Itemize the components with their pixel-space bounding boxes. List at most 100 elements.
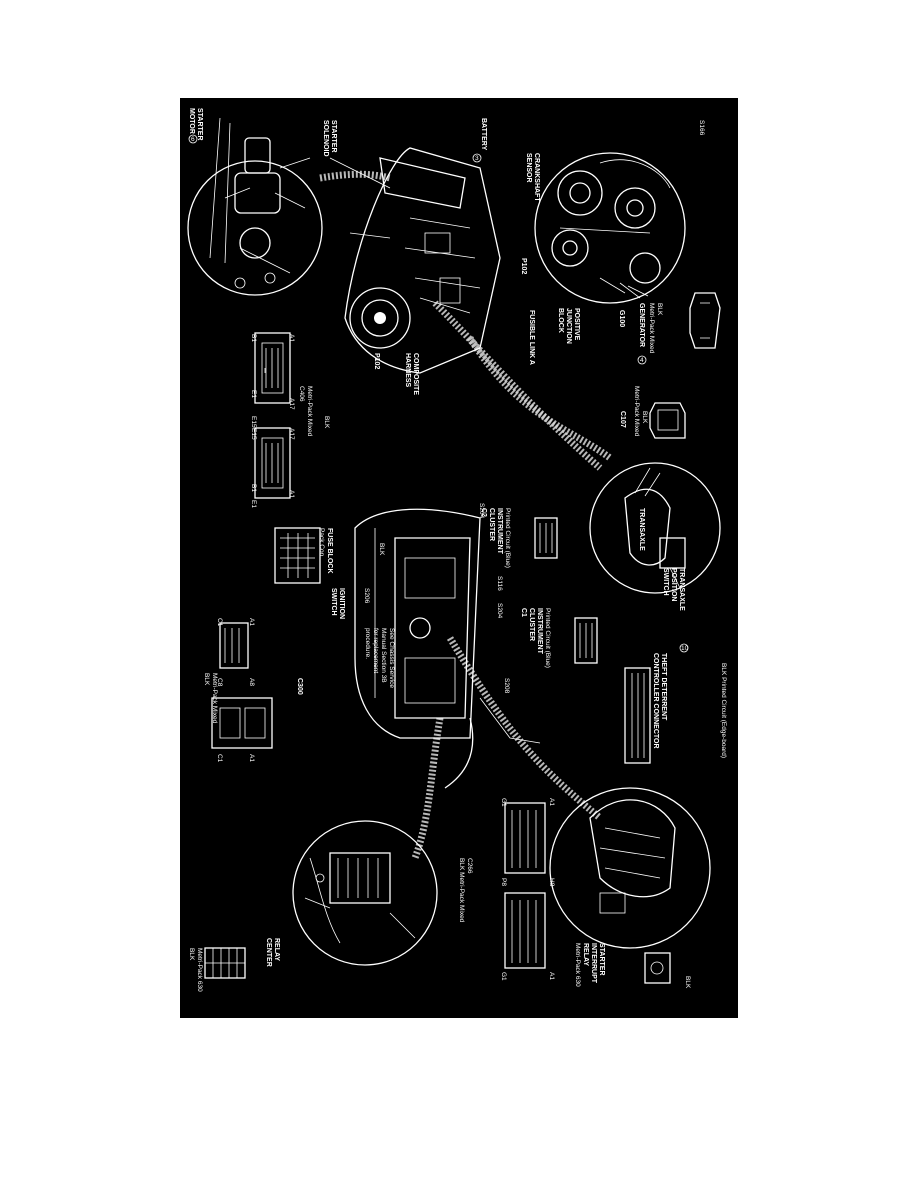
svg-text:BLK: BLK xyxy=(323,416,330,429)
crankshaft-sensor-label: CRANKSHAFT SENSOR xyxy=(525,153,540,202)
starter-solenoid-label: STARTER SOLENOID xyxy=(322,120,337,157)
svg-text:Metri-Pack 630: Metri-Pack 630 xyxy=(196,948,203,992)
svg-text:BLK Metri-Pack Mixed: BLK Metri-Pack Mixed xyxy=(458,858,465,923)
svg-text:C1: C1 xyxy=(216,618,223,627)
svg-text:procedure.: procedure. xyxy=(364,628,371,659)
s208-label: S208 xyxy=(503,678,510,694)
diagram-panel: STARTER MOTOR 6 STARTER SOLENOID BATTERY… xyxy=(180,98,738,1018)
c266-pins: A1 G1 H8 P8 A1 G1 xyxy=(500,798,555,981)
svg-text:A1: A1 xyxy=(288,490,295,498)
svg-text:6: 6 xyxy=(191,136,195,143)
svg-text:Manual Section 3B: Manual Section 3B xyxy=(380,628,387,683)
svg-text:Metri-Pack Mixed: Metri-Pack Mixed xyxy=(648,303,655,354)
c107-connector xyxy=(649,402,686,439)
s204-label-b: S204 xyxy=(496,603,503,619)
svg-text:Printed Circuit (Blue): Printed Circuit (Blue) xyxy=(504,508,511,568)
c406-connector-b xyxy=(254,427,291,499)
svg-text:MOTOR: MOTOR xyxy=(188,108,195,134)
svg-text:P8: P8 xyxy=(500,878,507,886)
svg-text:BLOCK: BLOCK xyxy=(557,308,564,333)
svg-text:C1: C1 xyxy=(520,608,527,617)
starter-relay-connector xyxy=(644,952,671,984)
c266-connector-b xyxy=(504,892,546,969)
svg-text:G1: G1 xyxy=(500,972,507,981)
svg-text:CRANKSHAFT: CRANKSHAFT xyxy=(533,153,540,202)
generator-connector xyxy=(689,292,721,349)
c406-pins: A1 B1 E1 E15 A17 A17 E15 B1 E1 A1 xyxy=(250,334,295,508)
svg-text:for replacement: for replacement xyxy=(372,628,379,673)
svg-text:Pack Con: Pack Con xyxy=(318,528,325,557)
svg-text:Printed Circuit (Blue): Printed Circuit (Blue) xyxy=(544,608,551,668)
svg-text:RELAY: RELAY xyxy=(582,943,589,966)
transaxle-detail xyxy=(589,462,721,594)
svg-text:A1: A1 xyxy=(548,972,555,980)
svg-text:SWITCH: SWITCH xyxy=(662,568,669,596)
fuse-block xyxy=(274,527,321,584)
c300-connector-b xyxy=(211,697,273,749)
svg-text:See Chassis Service: See Chassis Service xyxy=(388,628,395,688)
s204-label-a: S204 xyxy=(478,503,485,519)
s116-label: S116 xyxy=(496,576,503,591)
generator-label: BLK Metri-Pack Mixed GENERATOR xyxy=(638,303,663,354)
component-locator-diagram: STARTER MOTOR 6 STARTER SOLENOID BATTERY… xyxy=(187,108,727,992)
svg-text:A17: A17 xyxy=(288,398,295,410)
svg-text:BLK: BLK xyxy=(203,673,210,686)
svg-text:P102: P102 xyxy=(520,258,527,274)
svg-text:INSTRUMENT: INSTRUMENT xyxy=(496,508,503,555)
svg-text:SWITCH: SWITCH xyxy=(330,588,337,616)
instrument-cluster-c1 xyxy=(574,617,598,664)
g100-label: G100 xyxy=(618,310,625,327)
starter-detail xyxy=(187,117,323,296)
transaxle-label: TRANSAXLE xyxy=(638,508,645,551)
starter-interrupt-relay-detail xyxy=(549,787,711,949)
svg-text:C300: C300 xyxy=(296,678,303,695)
svg-text:COMPOSITE: COMPOSITE xyxy=(412,353,419,395)
engine-bay xyxy=(329,147,501,374)
svg-text:B1: B1 xyxy=(250,334,257,342)
composite-harness-label: COMPOSITE HARNESS xyxy=(404,353,419,395)
svg-text:CENTER: CENTER xyxy=(265,938,272,967)
svg-text:BLK: BLK xyxy=(641,411,648,424)
ignition-switch-label: IGNITION SWITCH See Chassis Service Manu… xyxy=(330,588,395,688)
starter-interrupt-relay-label: STARTER INTERRUPT RELAY Metri-Pack 630 xyxy=(574,943,605,987)
svg-text:THEFT DETERRENT: THEFT DETERRENT xyxy=(660,653,667,721)
svg-text:STARTER: STARTER xyxy=(330,120,337,153)
battery-label: BATTERY xyxy=(480,118,487,151)
svg-text:HARNESS: HARNESS xyxy=(404,353,411,388)
harness-rope-relay-center xyxy=(411,717,444,860)
svg-text:POSITIVE: POSITIVE xyxy=(573,308,580,341)
svg-text:CONTROLLER CONNECTOR: CONTROLLER CONNECTOR xyxy=(652,653,659,749)
c266-connector-a xyxy=(504,802,546,874)
starter-motor-num: 6 xyxy=(188,134,198,144)
positive-junction-block-label: POSITIVE JUNCTION BLOCK xyxy=(557,308,580,344)
svg-text:JUNCTION: JUNCTION xyxy=(565,308,572,344)
theft-deterrent-label: THEFT DETERRENT CONTROLLER CONNECTOR BLK… xyxy=(652,653,727,758)
svg-text:S204: S204 xyxy=(478,503,485,519)
svg-text:GENERATOR: GENERATOR xyxy=(638,303,645,347)
svg-text:A8: A8 xyxy=(248,678,255,686)
svg-text:INSTRUMENT: INSTRUMENT xyxy=(536,608,543,655)
c266-label: C266 BLK Metri-Pack Mixed xyxy=(458,858,473,923)
svg-text:A1: A1 xyxy=(248,754,255,762)
svg-text:4: 4 xyxy=(640,357,644,364)
svg-text:C1: C1 xyxy=(216,754,223,763)
svg-text:A1: A1 xyxy=(248,618,255,626)
svg-text:Metri-Pack 630: Metri-Pack 630 xyxy=(574,943,581,987)
harness-rope-transaxle xyxy=(467,336,613,461)
svg-text:INTERRUPT: INTERRUPT xyxy=(590,943,597,984)
svg-text:10: 10 xyxy=(681,645,689,652)
svg-text:S116: S116 xyxy=(496,576,503,591)
theft-deterrent-connector xyxy=(624,667,651,764)
c300-conn-label: BLK Metri-Pack Mixed xyxy=(203,673,218,724)
svg-text:C8: C8 xyxy=(216,678,223,687)
relay-center-block xyxy=(204,947,246,979)
svg-text:G1: G1 xyxy=(500,798,507,807)
transaxle-position-switch-label: TRANSAXLE POSITION SWITCH xyxy=(662,568,685,611)
svg-text:E15: E15 xyxy=(250,416,257,428)
p102-label-a: P102 xyxy=(520,258,527,274)
svg-text:FUSIBLE LINK A: FUSIBLE LINK A xyxy=(528,310,535,365)
relay-center-label: RELAY CENTER xyxy=(265,938,280,967)
svg-text:SOLENOID: SOLENOID xyxy=(322,120,329,157)
starter-motor-label: STARTER MOTOR xyxy=(188,108,203,141)
svg-text:A1: A1 xyxy=(288,334,295,342)
